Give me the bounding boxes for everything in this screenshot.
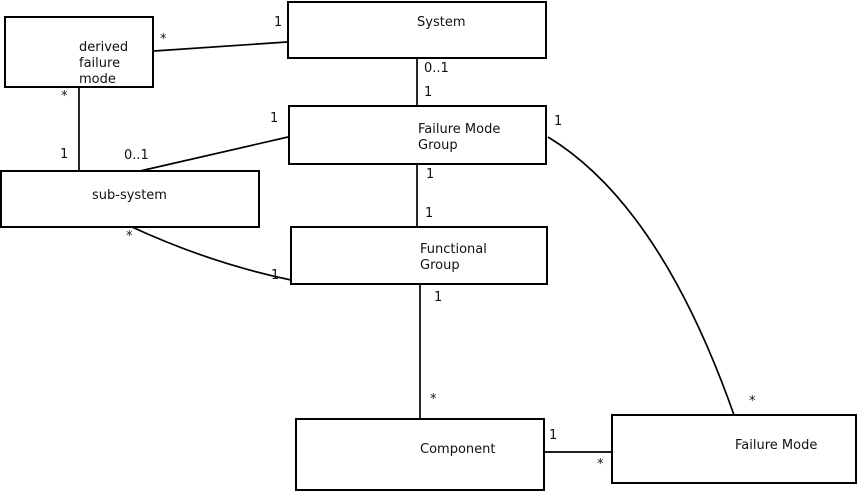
mult-subsystem-fmg-one: 1 (270, 111, 279, 126)
node-failure-mode-group-label: Failure Mode Group (418, 122, 501, 153)
mult-component-fm-one: 1 (549, 428, 558, 443)
mult-subsystem-fg-one: 1 (271, 268, 280, 283)
assoc-subsystem-fmg (139, 136, 289, 172)
mult-fmg-fm-star: * (749, 394, 756, 409)
mult-fmg-fg-one-top: 1 (426, 167, 435, 182)
node-sub-system: sub-system (0, 170, 260, 228)
mult-fg-component-one: 1 (434, 290, 443, 305)
mult-subsystem-fg-star: * (126, 229, 133, 244)
mult-dfm-subsystem-one: 1 (60, 147, 69, 162)
mult-subsystem-fmg-zero-one: 0..1 (124, 148, 149, 163)
node-failure-mode-group: Failure Mode Group (288, 105, 547, 165)
assoc-dfm-system (153, 41, 288, 52)
node-failure-mode: Failure Mode (611, 414, 857, 484)
node-functional-group: Functional Group (290, 226, 548, 285)
mult-component-fm-star: * (597, 457, 604, 472)
mult-fg-component-star: * (430, 392, 437, 407)
node-system-label: System (417, 15, 466, 30)
node-system: System (287, 1, 547, 59)
node-failure-mode-label: Failure Mode (735, 438, 818, 453)
mult-system-fmg-zero-one: 0..1 (424, 61, 449, 76)
node-functional-group-label: Functional Group (420, 242, 487, 273)
assoc-fmg-failure-mode (547, 136, 735, 416)
mult-dfm-subsystem-star: * (61, 89, 68, 104)
node-component-label: Component (420, 442, 496, 457)
mult-fmg-fm-one: 1 (554, 114, 563, 129)
node-component: Component (295, 418, 545, 491)
mult-system-fmg-one: 1 (424, 85, 433, 100)
assoc-subsystem-functional-group (131, 226, 292, 281)
mult-dfm-system-star: * (160, 32, 167, 47)
mult-fmg-fg-one-bottom: 1 (425, 206, 434, 221)
node-derived-failure-mode-label: derived failure mode (79, 40, 129, 87)
node-sub-system-label: sub-system (92, 188, 167, 203)
node-derived-failure-mode: derived failure mode (4, 16, 154, 88)
mult-dfm-system-one: 1 (274, 15, 283, 30)
